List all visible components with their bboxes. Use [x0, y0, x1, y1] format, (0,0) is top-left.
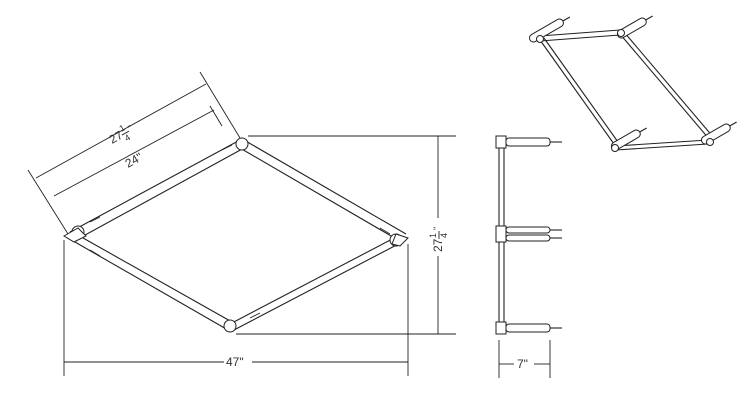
side-middle-bracket	[495, 225, 507, 243]
dimension-diagonal-inner: 24"	[53, 105, 223, 197]
perspective-view	[528, 15, 737, 152]
frame-edge-bottom-right	[229, 235, 407, 331]
dimension-label-width: 47"	[226, 355, 244, 369]
dimension-label-height-unit: "	[432, 227, 442, 230]
dimension-width: 47"	[63, 240, 409, 376]
dimension-height: 27 1 4 "	[236, 135, 456, 335]
frame-edge-bottom-left	[67, 233, 233, 331]
dimension-label-diagonal-outer-whole: 27	[107, 128, 126, 147]
dimension-label-depth: 7"	[517, 357, 528, 371]
corner-joint-top	[235, 137, 249, 151]
dimension-label-height-den: 4	[439, 233, 449, 238]
end-cap-right	[391, 233, 409, 247]
corner-joint-bottom	[223, 319, 237, 333]
dimension-label-height-num: 1	[428, 233, 438, 238]
top-view	[63, 137, 409, 333]
perspective-cylinder-front-right	[700, 121, 737, 145]
dimension-label-diagonal-outer-num: 1	[117, 123, 126, 134]
side-middle-cylinder-upper	[505, 226, 551, 234]
side-top-bracket	[495, 135, 507, 149]
dimension-diagonal-outer: 27 1 4 "	[27, 71, 241, 235]
dimension-label-height-whole: 27	[431, 238, 445, 252]
side-top-cylinder	[505, 137, 551, 147]
dimension-label-diagonal-inner: 24"	[123, 150, 145, 171]
side-middle-cylinder-lower	[505, 234, 551, 242]
dimension-label-diagonal-outer-den: 4	[123, 132, 132, 143]
frame-edge-top-left	[69, 139, 245, 241]
side-view	[495, 135, 562, 335]
dimension-depth: 7"	[498, 340, 551, 378]
dimension-label-diagonal-outer-unit: "	[126, 123, 134, 133]
side-bottom-bracket	[495, 321, 507, 335]
end-cap-left	[63, 227, 87, 243]
side-bottom-cylinder	[505, 323, 551, 333]
frame-edge-top-right	[239, 139, 407, 241]
